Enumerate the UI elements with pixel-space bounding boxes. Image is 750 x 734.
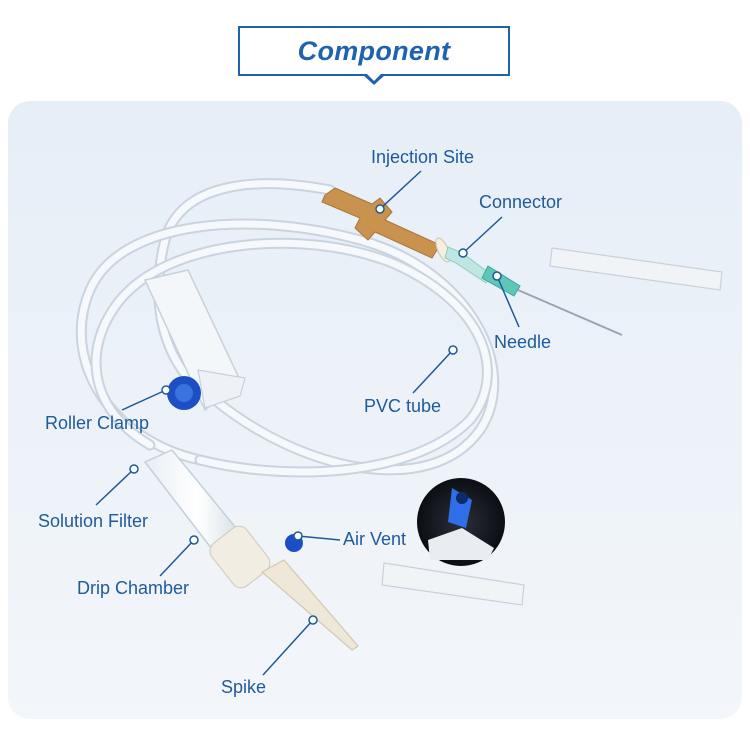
pvc-tube-coils — [75, 178, 500, 478]
leader-lines — [95, 170, 520, 676]
label-air-vent: Air Vent — [343, 529, 407, 549]
spike — [260, 559, 359, 651]
needle-cap — [549, 247, 723, 291]
roller-clamp — [143, 269, 246, 412]
air-vent-inset — [417, 478, 505, 566]
spike-cap — [381, 562, 525, 606]
page-title: Component — [297, 35, 451, 66]
label-solution-filter: Solution Filter — [38, 511, 149, 531]
label-connector: Connector — [479, 192, 563, 212]
label-drip-chamber: Drip Chamber — [77, 578, 190, 598]
title-banner-pointer-inner — [365, 72, 383, 81]
title-banner: Component — [238, 26, 510, 76]
connector — [444, 246, 521, 297]
label-injection-site: Injection Site — [371, 147, 475, 167]
label-needle: Needle — [494, 332, 552, 352]
label-spike: Spike — [221, 677, 267, 697]
label-pvc-tube: PVC tube — [364, 396, 442, 416]
needle — [517, 289, 623, 336]
label-roller-clamp: Roller Clamp — [45, 413, 150, 433]
